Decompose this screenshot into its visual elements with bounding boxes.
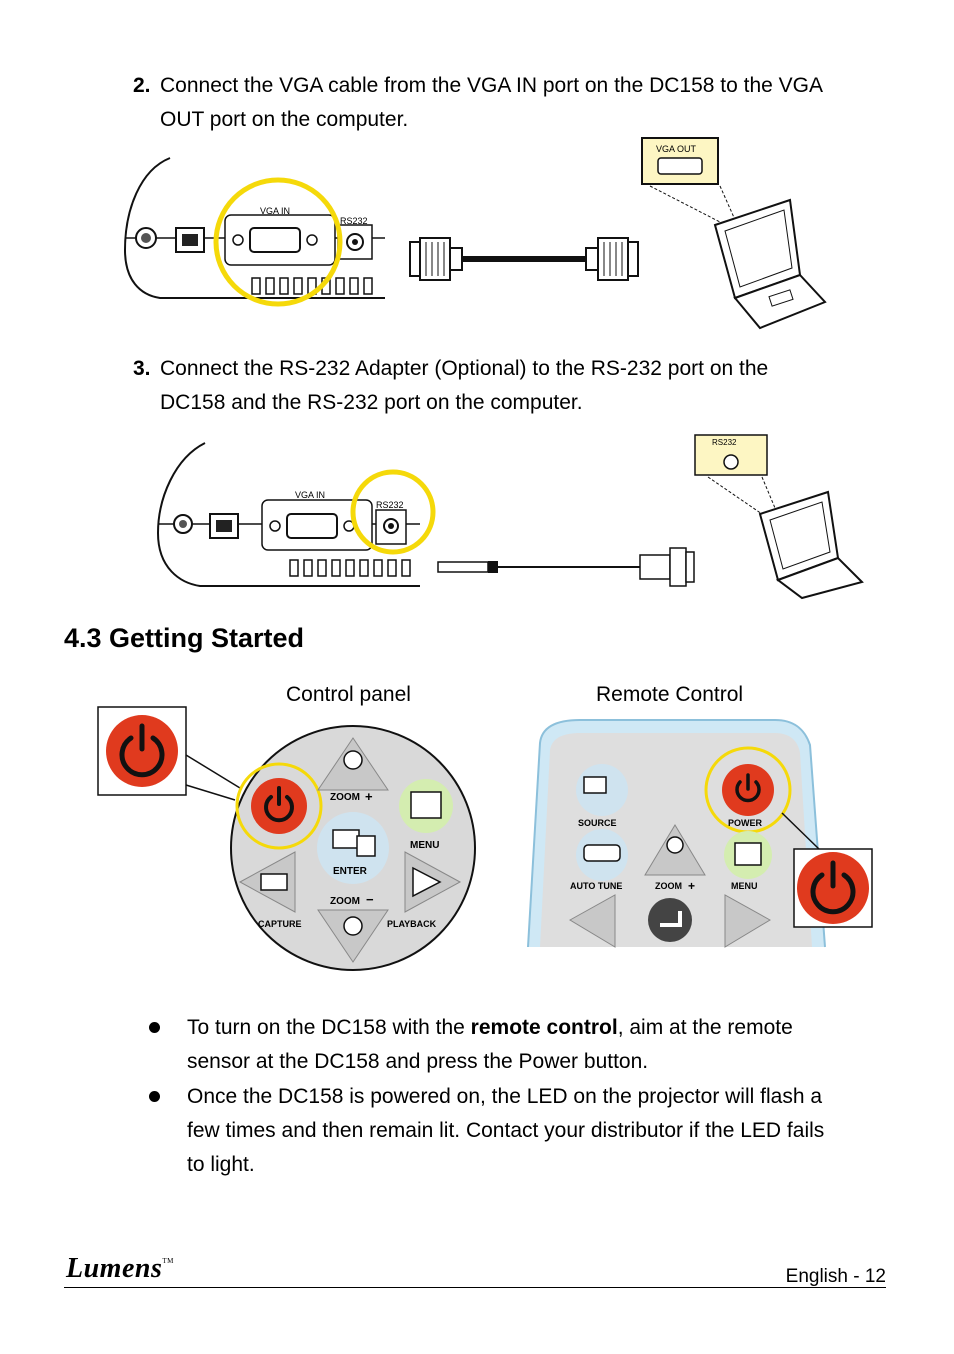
bullet-2: Once the DC158 is powered on, the LED on… bbox=[149, 1080, 909, 1185]
vga-connection-diagram: VGA IN RS232 VGA OUT bbox=[123, 137, 827, 330]
brand-logo: LumensTM bbox=[66, 1253, 174, 1285]
zoom-minus-label: ZOOM bbox=[330, 896, 360, 907]
section-title: 4.3 Getting Started bbox=[64, 623, 305, 653]
magnifier-plus-icon bbox=[343, 750, 363, 770]
capture-label: CAPTURE bbox=[258, 919, 302, 929]
trademark: TM bbox=[162, 1257, 174, 1265]
bullet-text-run: , aim at the remote bbox=[617, 1016, 793, 1039]
rs232-label: RS232 bbox=[340, 216, 368, 226]
rs232-pc-label: RS232 bbox=[712, 438, 737, 447]
power-label: POWER bbox=[728, 818, 763, 828]
remote-menu-label: MENU bbox=[731, 881, 758, 891]
menu-icon bbox=[734, 842, 762, 866]
bullet-bold-text: remote control bbox=[470, 1016, 618, 1039]
brand-name: Lumens bbox=[66, 1253, 163, 1284]
rs232-highlight bbox=[350, 469, 436, 555]
enter-label: ENTER bbox=[333, 866, 368, 877]
right-button[interactable] bbox=[724, 894, 771, 948]
bullet-text: Once the DC158 is powered on, the LED on… bbox=[187, 1080, 887, 1182]
step-text: Connect the VGA cable from the VGA IN po… bbox=[160, 69, 890, 137]
svg-text:−: − bbox=[366, 892, 374, 907]
bullet-dot bbox=[149, 1091, 160, 1102]
svg-text:+: + bbox=[365, 789, 373, 804]
menu-label: MENU bbox=[410, 840, 439, 851]
step-number: 2. bbox=[133, 74, 151, 97]
step-line: Connect the VGA cable from the VGA IN po… bbox=[160, 74, 824, 97]
step-text: Connect the RS-232 Adapter (Optional) to… bbox=[160, 352, 890, 420]
vga-in-label: VGA IN bbox=[260, 206, 290, 216]
control-panel-caption: Control panel bbox=[286, 683, 411, 706]
control-panel-diagram: ZOOM + MENU ENTER CAPTURE PLAYBACK ZOOM … bbox=[97, 706, 476, 971]
bullet-line: sensor at the DC158 and press the Power … bbox=[187, 1050, 649, 1073]
rs232-label-2: RS232 bbox=[376, 500, 404, 510]
vga-out-label: VGA OUT bbox=[656, 144, 697, 154]
zoom-plus-label: ZOOM bbox=[330, 792, 360, 803]
bullet-1: To turn on the DC158 with the remote con… bbox=[149, 1011, 909, 1081]
svg-text:+: + bbox=[688, 879, 695, 893]
bullet-line: Once the DC158 is powered on, the LED on… bbox=[187, 1085, 823, 1108]
step-line: OUT port on the computer. bbox=[160, 108, 409, 131]
auto-tune-label: AUTO TUNE bbox=[570, 881, 622, 891]
footer-divider bbox=[64, 1287, 886, 1288]
projector-icon bbox=[583, 776, 607, 794]
step-line: Connect the RS-232 Adapter (Optional) to… bbox=[160, 357, 769, 380]
step-number: 3. bbox=[133, 357, 151, 380]
vga-in-label-2: VGA IN bbox=[295, 490, 325, 500]
left-button[interactable] bbox=[569, 894, 616, 948]
step-line: DC158 and the RS-232 port on the compute… bbox=[160, 391, 583, 414]
step-2: 2. Connect the VGA cable from the VGA IN… bbox=[133, 69, 893, 139]
magnifier-plus-icon bbox=[666, 836, 684, 854]
camera-icon bbox=[260, 873, 288, 891]
remote-zoom-plus-label: ZOOM bbox=[655, 881, 682, 891]
vga-in-highlight bbox=[213, 177, 343, 307]
bullet-text-run: To turn on the DC158 with the bbox=[187, 1016, 471, 1039]
bullet-line: to light. bbox=[187, 1153, 255, 1176]
magnifier-minus-icon bbox=[343, 916, 363, 936]
laptop-icon bbox=[356, 835, 376, 857]
car-icon bbox=[583, 844, 621, 862]
remote-control-caption: Remote Control bbox=[596, 683, 744, 706]
page-number: English - 12 bbox=[785, 1266, 886, 1287]
playback-label: PLAYBACK bbox=[387, 919, 437, 929]
source-label: SOURCE bbox=[578, 818, 617, 828]
bullet-dot bbox=[149, 1022, 160, 1033]
bullet-line: few times and then remain lit. Contact y… bbox=[187, 1119, 825, 1142]
remote-control-diagram: SOURCE POWER AUTO TUNE ZOOM + MENU bbox=[527, 719, 873, 948]
menu-icon bbox=[410, 791, 442, 819]
rs232-connection-diagram: VGA IN RS232 RS232 bbox=[156, 434, 864, 600]
step-3: 3. Connect the RS-232 Adapter (Optional)… bbox=[133, 352, 893, 422]
projector-icon bbox=[332, 829, 360, 849]
enter-button[interactable] bbox=[648, 898, 692, 942]
bullet-text: To turn on the DC158 with the remote con… bbox=[187, 1011, 887, 1079]
zoom-minus-button[interactable] bbox=[317, 909, 389, 963]
play-icon bbox=[412, 866, 442, 898]
